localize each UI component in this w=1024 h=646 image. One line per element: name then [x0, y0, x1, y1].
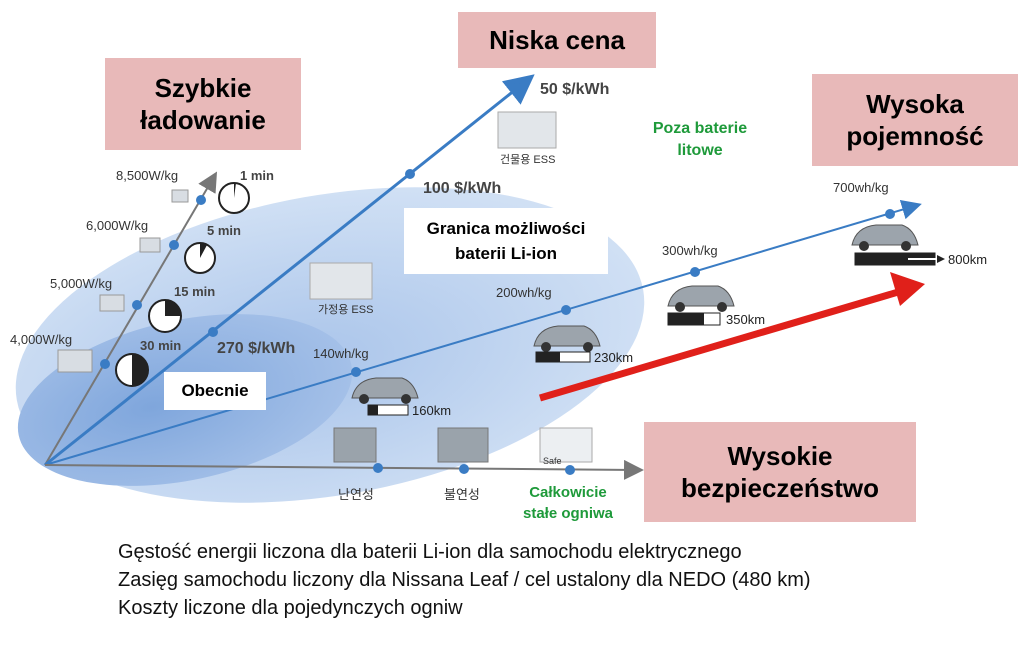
power-dot-5000 — [132, 300, 142, 310]
range-label-160: 160km — [412, 403, 451, 418]
cost-dot-50 — [512, 83, 522, 93]
battery-pack-icon-1 — [57, 349, 93, 373]
power-label-4000: 4,000W/kg — [10, 332, 72, 347]
car-icon-160km — [351, 377, 419, 404]
safety-dot-3 — [565, 465, 575, 475]
energy-label-200: 200wh/kg — [496, 285, 552, 300]
battery-pack-icon-3 — [139, 237, 161, 253]
home-ess-image — [309, 262, 373, 300]
power-dot-6000 — [169, 240, 179, 250]
footnote-line: Gęstość energii liczona dla baterii Li-i… — [118, 541, 742, 563]
home-ess-label: 가정용 ESS — [318, 303, 373, 316]
car-icon-230km — [533, 325, 601, 352]
currently-label: Obecnie — [164, 372, 266, 410]
power-label-5000: 5,000W/kg — [50, 276, 112, 291]
cost-dot-270 — [208, 327, 218, 337]
non-flammable-label: 불연성 — [444, 487, 480, 502]
car-icon-800km — [851, 224, 919, 251]
clock-icon-15min — [148, 299, 182, 333]
high-capacity-header: Wysoka pojemność — [812, 74, 1018, 166]
footnotes: Gęstość energii liczona dla baterii Li-i… — [118, 538, 811, 622]
cost-dot-100 — [405, 169, 415, 179]
solid-state-label: Całkowicie stałe ogniwa — [522, 484, 614, 522]
beyond-lithium-label: Poza baterie litowe — [652, 120, 748, 160]
li-ion-limit-label: Granica możliwości baterii Li-ion — [404, 208, 608, 274]
non-flammable-image — [437, 427, 489, 463]
battery-pack-icon-4 — [171, 189, 189, 203]
safe-label: Safe — [543, 456, 562, 466]
footnote-line: Koszty liczone dla pojedynczych ogniw — [118, 597, 463, 619]
high-safety-header: Wysokie bezpieczeństwo — [644, 422, 916, 522]
low-price-header: Niska cena — [458, 12, 656, 68]
clock-icon-30min — [115, 353, 149, 387]
building-ess-image — [497, 111, 557, 149]
cost-label-50: 50 $/kWh — [540, 81, 609, 98]
charge-label-5min: 5 min — [207, 223, 241, 238]
range-label-230: 230km — [594, 350, 633, 365]
cost-label-270: 270 $/kWh — [217, 340, 295, 357]
power-density-axis — [44, 171, 218, 466]
safety-axis — [44, 459, 644, 480]
cost-label-100: 100 $/kWh — [423, 180, 501, 197]
energy-density-axis — [44, 199, 922, 466]
energy-dot-300 — [690, 267, 700, 277]
energy-label-140: 140wh/kg — [313, 346, 369, 361]
energy-label-700: 700wh/kg — [833, 180, 889, 195]
energy-label-300: 300wh/kg — [662, 243, 718, 258]
fast-charging-header: Szybkie ładowanie — [105, 58, 301, 150]
building-ess-label: 건물용 ESS — [500, 153, 555, 166]
charge-label-1min: 1 min — [240, 168, 274, 183]
footnote-line: Zasięg samochodu liczony dla Nissana Lea… — [118, 569, 811, 591]
safe-cell-image — [539, 427, 593, 463]
charge-label-30min: 30 min — [140, 338, 181, 353]
safety-dot-2 — [459, 464, 469, 474]
energy-dot-200 — [561, 305, 571, 315]
clock-icon-5min — [184, 242, 216, 274]
power-label-8500: 8,500W/kg — [116, 168, 178, 183]
battery-pack-icon-2 — [99, 294, 125, 312]
safety-dot-1 — [373, 463, 383, 473]
growth-arrow — [539, 286, 906, 402]
flame-retardant-label: 난연성 — [338, 487, 374, 502]
range-label-350: 350km — [726, 312, 765, 327]
power-dot-4000 — [100, 359, 110, 369]
cost-axis — [44, 74, 535, 467]
energy-dot-140 — [351, 367, 361, 377]
clock-icon-1min — [218, 182, 250, 214]
car-icon-350km — [667, 285, 735, 312]
power-dot-8500 — [196, 195, 206, 205]
energy-dot-700 — [885, 209, 895, 219]
flame-retardant-image — [333, 427, 377, 463]
range-label-800: 800km — [948, 252, 987, 267]
growth-arrow-head — [890, 272, 925, 306]
power-label-6000: 6,000W/kg — [86, 218, 148, 233]
charge-label-15min: 15 min — [174, 284, 215, 299]
